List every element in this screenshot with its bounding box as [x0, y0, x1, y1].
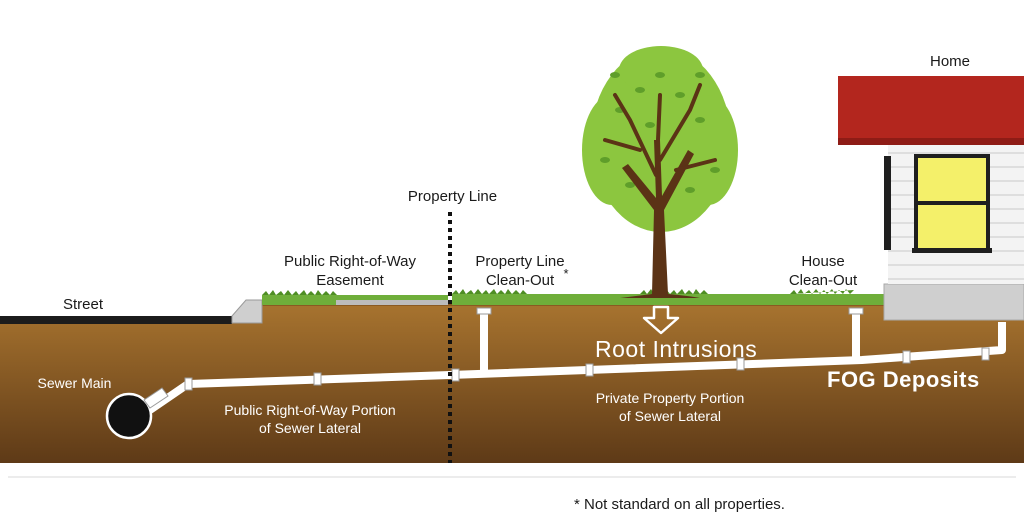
house-cleanout-label: House Clean-Out [778, 252, 868, 290]
public-portion-label: Public Right-of-Way Portion of Sewer Lat… [200, 401, 420, 437]
property-line-cleanout-line-2: Clean-Out [485, 272, 555, 289]
roof-eave [838, 138, 1024, 145]
footnote: * Not standard on all properties. [574, 496, 785, 513]
private-portion-line-1: Private Property Portion [595, 390, 745, 406]
house-cleanout-line-2: Clean-Out [788, 272, 858, 289]
sewer-lateral-pipe [147, 322, 1006, 414]
window-sill [912, 248, 992, 253]
private-portion-line-2: of Sewer Lateral [619, 408, 721, 424]
sewer-main-pipe [105, 392, 153, 440]
public-easement-line-2: Easement [316, 272, 384, 289]
house-foundation [883, 283, 1024, 321]
sewer-main-connector [143, 387, 169, 409]
home-label: Home [929, 53, 970, 70]
curb [231, 299, 263, 324]
pipe-joints [184, 347, 990, 391]
public-easement-line-1: Public Right-of-Way [284, 253, 416, 270]
house-roof [838, 76, 1024, 145]
public-portion-line-2: of Sewer Lateral [259, 420, 361, 436]
fog-deposits-label: FOG Deposits [827, 367, 980, 392]
private-portion-label: Private Property Portion of Sewer Latera… [575, 389, 765, 425]
tree-trunk [620, 140, 700, 298]
property-line-cleanout-cap [476, 307, 492, 315]
property-line-cleanout-line-1: Property Line [475, 253, 565, 270]
root-intrusions-label: Root Intrusions [595, 336, 758, 362]
property-line-label: Property Line [407, 188, 498, 205]
sidewalk [336, 300, 448, 305]
tree [582, 46, 738, 298]
street-label: Street [62, 296, 104, 313]
sewer-main-label: Sewer Main [37, 375, 112, 391]
tree-branches [603, 83, 717, 177]
soil [0, 303, 1024, 463]
cleanout-asterisk: * [563, 266, 569, 281]
street-road [0, 316, 232, 324]
grass-private [452, 294, 884, 305]
root-intrusion-arrow [642, 305, 680, 335]
house-cleanout-cap [848, 307, 864, 315]
window-shutter [884, 156, 891, 250]
property-line-cleanout-label: Property Line Clean-Out [465, 252, 575, 290]
grass-blades [262, 289, 854, 295]
public-portion-line-1: Public Right-of-Way Portion [224, 402, 396, 418]
public-easement-label: Public Right-of-Way Easement [270, 252, 430, 290]
house-cleanout-line-1: House [801, 253, 845, 270]
